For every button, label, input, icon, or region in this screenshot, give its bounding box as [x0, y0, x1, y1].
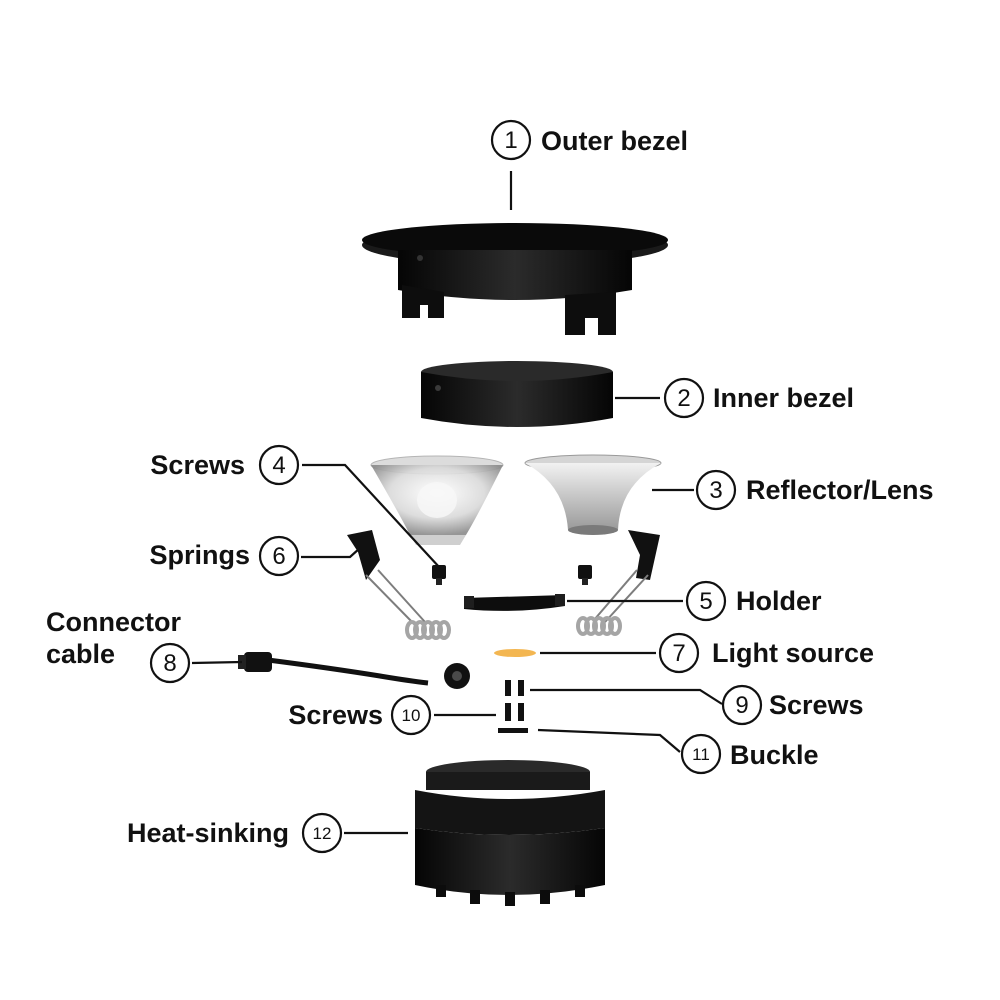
callout-label-7: Light source	[712, 638, 874, 668]
callout-circle-3	[695, 469, 737, 511]
callout-number-1: 1	[504, 127, 517, 154]
callout-8: 8 Connector cable	[46, 607, 191, 684]
leader-4	[302, 463, 441, 569]
screws-vertical-part	[505, 680, 524, 721]
callout-circle-9	[721, 684, 763, 726]
callout-circle-11	[680, 733, 722, 775]
callout-5: 5 Holder	[685, 580, 822, 622]
callout-circle-12	[301, 812, 343, 854]
callout-circle-1	[490, 119, 532, 161]
callout-circle-10	[390, 694, 432, 736]
callout-7: 7 Light source	[658, 632, 874, 674]
callout-label-3: Reflector/Lens	[746, 475, 934, 505]
callout-number-9: 9	[735, 692, 748, 719]
callout-number-11: 11	[692, 745, 710, 764]
light-source-part	[494, 649, 536, 657]
callout-label-1: Outer bezel	[541, 126, 688, 156]
callout-circle-4	[258, 444, 300, 486]
screw-right-part	[578, 565, 592, 585]
callout-label-2: Inner bezel	[713, 383, 854, 413]
callout-11: 11 Buckle	[680, 733, 819, 775]
callout-circle-5	[685, 580, 727, 622]
callout-number-7: 7	[672, 640, 685, 667]
callout-6: 6 Springs	[149, 535, 300, 577]
callout-2: 2 Inner bezel	[663, 377, 854, 419]
leader-11	[537, 728, 681, 753]
callout-label-10: Screws	[288, 700, 383, 730]
callout-number-8: 8	[163, 650, 176, 677]
callout-number-4: 4	[272, 452, 285, 479]
callout-label-8: Connector cable	[46, 607, 189, 669]
callout-12: 12 Heat-sinking	[127, 812, 343, 854]
screw-left-part	[432, 565, 446, 585]
reflector-part	[524, 454, 662, 535]
callout-number-12: 12	[313, 824, 332, 843]
spring-right-part	[576, 530, 660, 636]
callout-10: 10 Screws	[288, 694, 432, 736]
callout-label-6: Springs	[149, 540, 250, 570]
callout-circle-6	[258, 535, 300, 577]
callout-1: 1 Outer bezel	[490, 119, 688, 161]
callout-label-12: Heat-sinking	[127, 818, 289, 848]
callout-label-11: Buckle	[730, 740, 819, 770]
lens-part	[370, 455, 504, 545]
callout-number-5: 5	[699, 588, 712, 615]
leader-8	[191, 660, 243, 665]
connector-cable-part	[238, 652, 470, 689]
inner-bezel-part	[421, 361, 613, 427]
callout-number-3: 3	[709, 477, 722, 504]
callout-label-4: Screws	[150, 450, 245, 480]
callout-label-5: Holder	[736, 586, 822, 616]
callout-label-9: Screws	[769, 690, 864, 720]
spring-left-part	[347, 530, 451, 640]
buckle-part	[498, 728, 528, 733]
callout-circle-7	[658, 632, 700, 674]
leader-6	[301, 547, 361, 559]
callout-4: 4 Screws	[150, 444, 300, 486]
leader-9	[530, 688, 723, 705]
heat-sink-part	[415, 760, 605, 906]
callout-circle-8	[149, 642, 191, 684]
callout-number-10: 10	[402, 706, 421, 725]
callout-number-2: 2	[677, 385, 690, 412]
callout-3: 3 Reflector/Lens	[695, 469, 934, 511]
callout-circle-2	[663, 377, 705, 419]
callout-number-6: 6	[272, 543, 285, 570]
callout-9: 9 Screws	[721, 684, 864, 726]
outer-bezel-part	[362, 223, 668, 335]
holder-part	[464, 594, 565, 611]
